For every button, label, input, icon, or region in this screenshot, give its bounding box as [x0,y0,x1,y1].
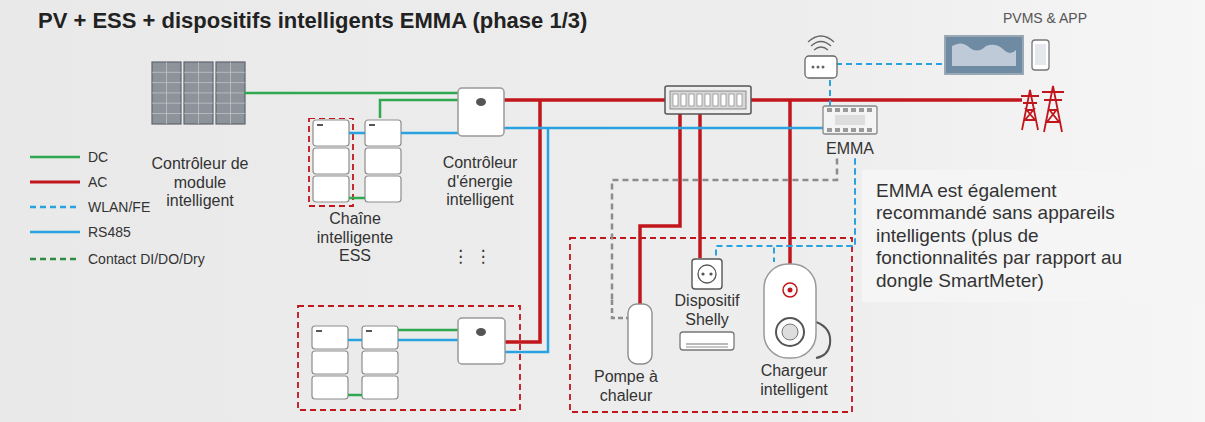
legend-text: RS485 [88,224,131,240]
node-label: Dispositif Shelly [668,292,746,329]
ac-wire [640,114,680,304]
diagram-title: PV + ESS + dispositifs intelligents EMMA… [38,8,587,34]
shelly-node: Dispositif Shelly [668,258,746,355]
inverter-icon [458,318,505,364]
rs485-wire [348,339,362,342]
connector [405,132,425,135]
emma-node: EMMA [815,100,885,159]
connector [774,159,855,262]
distribution-board [665,86,751,114]
legend-sample [30,177,80,187]
legend-sample [30,254,80,264]
node-label: Contrôleur d'énergie intelligent [425,154,535,210]
wlan-wire [829,80,831,106]
node-label: EMMA [826,140,874,159]
heat-pump-node: Pompe à chaleur [588,300,664,405]
pvms-screen-icon [945,36,1049,74]
legend-sample [30,152,80,162]
ac-wire [698,114,702,258]
group-bracket [298,306,520,410]
ac-wire [788,100,792,264]
legend-row: WLAN/FE [30,199,150,215]
legend-text: Contact DI/DO/Dry [88,251,205,267]
ess-node: Chaîne intelligente ESS [305,118,405,266]
note-box: EMMA est également recommandé sans appar… [862,170,1205,302]
legend-text: DC [88,149,108,165]
socket-icon [668,258,746,292]
legend-text: AC [88,174,107,190]
charger-icon [752,262,836,362]
connector [716,159,855,258]
free-label: PVMS & APP [1003,10,1087,26]
free-label: ⋮ ⋮ [452,246,491,266]
node-label: Pompe à chaleur [588,368,664,405]
legend-row: DC [30,149,108,165]
ac-wire [535,98,1022,102]
ess-battery-stack [312,326,398,399]
legend-text: WLAN/FE [88,199,150,215]
node-label: Contrôleur de module intelligent [145,155,255,211]
inv-icon [425,78,535,154]
router-icon [805,36,837,78]
inverter-node: Contrôleur d'énergie intelligent [425,78,535,210]
legend-sample [30,202,80,212]
ac-icon [668,329,746,355]
legend-row: AC [30,174,107,190]
node-label: Chargeur intelligent [752,362,836,399]
pv-icon [145,60,255,155]
rs485-wire [398,339,458,342]
connector [535,127,815,130]
connector [380,100,425,118]
ess-icon [305,118,405,210]
legend-row: Contact DI/DO/Dry [30,251,205,267]
wlan-wire [836,63,945,65]
charger-node: Chargeur intelligent [752,262,836,399]
tank-icon [588,300,664,368]
dc-wire [348,394,362,397]
dc-wire [398,329,458,332]
grid-pylon [1021,86,1064,132]
node-label: Chaîne intelligente ESS [305,210,405,266]
pv-module-node: Contrôleur de module intelligent [145,60,255,211]
connector [255,92,425,95]
note-text: EMMA est également recommandé sans appar… [876,180,1138,292]
legend-sample [30,227,80,237]
emma-icon [815,100,885,140]
legend-row: RS485 [30,224,131,240]
